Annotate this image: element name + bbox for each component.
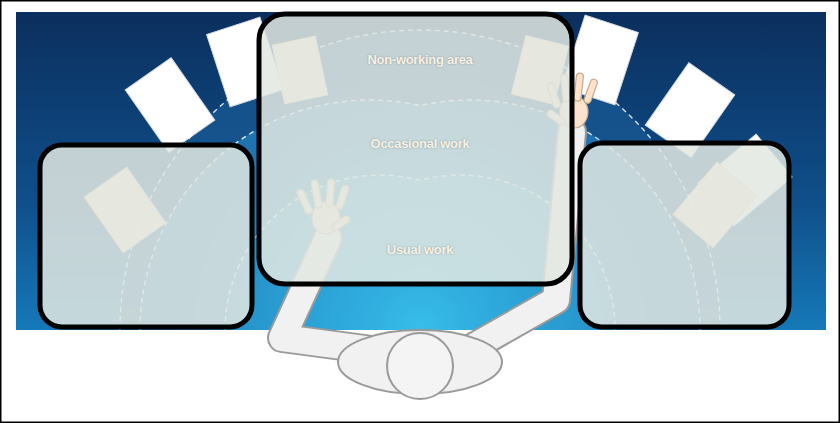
highlight-boxes bbox=[40, 14, 789, 327]
highlight-box bbox=[580, 143, 789, 327]
highlight-box bbox=[259, 14, 572, 284]
reach-zones bbox=[16, 12, 826, 330]
head bbox=[387, 333, 453, 399]
zone-label: Non-working area bbox=[368, 52, 473, 67]
zone-label: Usual work bbox=[387, 242, 453, 257]
finger bbox=[583, 78, 598, 104]
zone-label: Occasional work bbox=[371, 136, 470, 151]
highlight-box bbox=[40, 145, 252, 327]
paper-sheet bbox=[125, 58, 214, 152]
background-band bbox=[16, 12, 826, 330]
zone-glow bbox=[16, 12, 826, 330]
finger bbox=[574, 73, 584, 102]
